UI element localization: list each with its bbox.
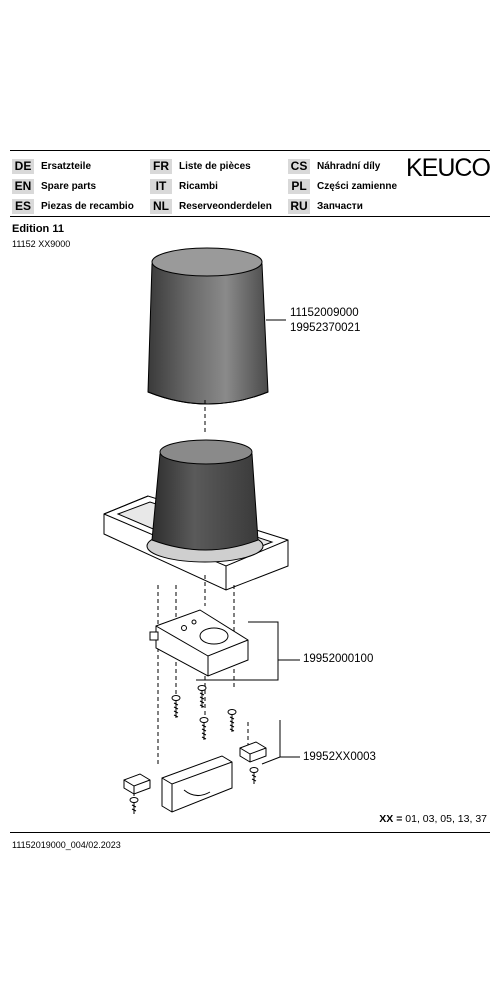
lang-code: FR xyxy=(150,158,172,174)
lang-code: IT xyxy=(150,178,172,194)
lang-label: Reserveonderdelen xyxy=(179,200,272,212)
screw-icon xyxy=(197,685,207,708)
part-number: 11152009000 xyxy=(290,307,359,319)
cup-in-holder xyxy=(151,439,259,551)
lang-row-nl: NL Reserveonderdelen xyxy=(150,198,272,214)
lang-code: RU xyxy=(288,198,310,214)
part-number: 19952000100 xyxy=(303,653,374,665)
leader-line-3 xyxy=(279,720,300,758)
screw-icon xyxy=(129,797,139,814)
screw-icon xyxy=(249,767,259,784)
footer-rule xyxy=(10,832,490,833)
part-number: 19952370021 xyxy=(290,322,361,334)
lang-code: ES xyxy=(12,198,34,214)
lang-code: PL xyxy=(288,178,310,194)
document-id: 11152019000_004/02.2023 xyxy=(12,840,121,850)
lang-row-ru: RU Запчасти xyxy=(288,198,363,214)
lang-label: Ricambi xyxy=(179,180,218,192)
color-variants-values: 01, 03, 05, 13, 37 xyxy=(405,813,487,825)
clip-left xyxy=(123,773,151,795)
brand-logo: KEUCO xyxy=(406,154,491,182)
lang-row-pl: PL Części zamienne xyxy=(288,178,397,194)
edition-label: Edition 11 xyxy=(12,223,64,235)
screw-icon xyxy=(227,709,237,732)
screw-icon xyxy=(171,695,181,718)
part-label-glass: 11152009000 19952370021 xyxy=(290,306,360,336)
lang-label: Ersatzteile xyxy=(41,160,92,172)
part-number: 19952XX0003 xyxy=(303,751,376,763)
lang-label: Liste de pièces xyxy=(179,160,251,172)
leader-line-2 xyxy=(196,621,279,681)
screw-icon xyxy=(199,717,209,740)
header-bottom-rule xyxy=(10,216,490,217)
screws xyxy=(171,685,237,740)
article-number: 11152 XX9000 xyxy=(12,239,71,249)
lang-row-it: IT Ricambi xyxy=(150,178,218,194)
clip-right xyxy=(239,741,267,763)
lang-code: CS xyxy=(288,158,310,174)
color-variants-label: XX = xyxy=(379,813,403,825)
lang-row-en: EN Spare parts xyxy=(12,178,96,194)
lang-row-de: DE Ersatzteile xyxy=(12,158,91,174)
glass-tumbler xyxy=(147,247,269,405)
header-top-rule xyxy=(10,150,490,151)
lang-row-fr: FR Liste de pièces xyxy=(150,158,251,174)
mounting-bracket xyxy=(149,609,249,677)
lang-code: DE xyxy=(12,158,34,174)
lang-label: Części zamienne xyxy=(317,180,398,192)
part-label-clamp: 19952XX0003 xyxy=(303,750,376,765)
lang-label: Piezas de recambio xyxy=(41,200,134,212)
lang-code: NL xyxy=(150,198,172,214)
lang-row-es: ES Piezas de recambio xyxy=(12,198,134,214)
part-label-bracket: 19952000100 xyxy=(303,652,373,667)
lang-label: Запчасти xyxy=(317,200,363,212)
lang-label: Spare parts xyxy=(41,180,97,192)
clamp-bar xyxy=(161,755,233,813)
lang-label: Náhradní díly xyxy=(317,160,381,172)
leader-line-3b xyxy=(261,756,281,765)
lang-code: EN xyxy=(12,178,34,194)
lang-row-cs: CS Náhradní díly xyxy=(288,158,380,174)
color-variants-note: XX = 01, 03, 05, 13, 37 xyxy=(379,813,487,825)
